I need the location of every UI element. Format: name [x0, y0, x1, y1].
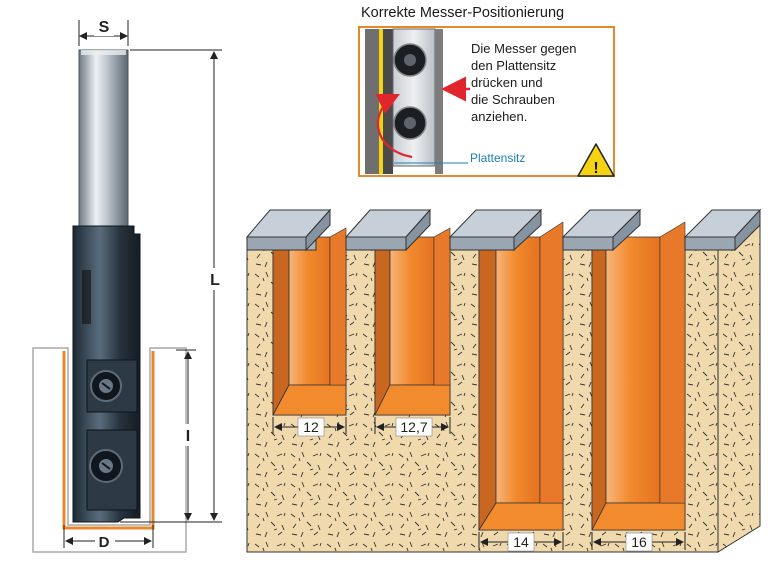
- instruction-line-5: anziehen.: [471, 109, 528, 124]
- positioning-inset: !: [358, 26, 615, 177]
- groove-12-7-wall: [389, 236, 435, 386]
- groove-width-14: 14: [513, 534, 529, 550]
- router-bit-illustration: S L I D: [32, 16, 224, 553]
- groove-16-wall: [605, 236, 661, 504]
- inset-title: Korrekte Messer-Positionierung: [361, 5, 565, 21]
- length-label: L: [210, 272, 220, 289]
- seat-label: Plattensitz: [470, 151, 526, 165]
- board-side-face: [717, 209, 761, 553]
- instruction-line-2: den Plattensitz: [471, 58, 557, 73]
- workpiece-outline: [32, 347, 187, 553]
- svg-text:!: !: [593, 160, 598, 177]
- inset-screw-lower-icon: [393, 106, 427, 140]
- grooved-board-illustration: 12 12,7 14 16: [245, 208, 762, 553]
- cut-length-label: I: [186, 428, 190, 445]
- instruction-line-1: Die Messer gegen: [471, 41, 577, 56]
- groove-14-wall: [495, 236, 541, 504]
- screw-upper-icon: [90, 370, 122, 402]
- rotate-arrow-icon: [375, 94, 413, 159]
- instruction-line-3: drücken und: [471, 75, 543, 90]
- diameter-label: D: [99, 534, 110, 551]
- groove-width-12: 12: [303, 419, 319, 435]
- board-top-caps: [245, 208, 762, 252]
- inset-instructions: Die Messer gegen den Plattensitz drücken…: [471, 40, 577, 125]
- cut-profile: [62, 351, 155, 530]
- groove-12-wall: [288, 236, 331, 386]
- inset-screw-upper-icon: [393, 43, 427, 77]
- groove-width-16: 16: [631, 534, 647, 550]
- warning-triangle-icon: !: [577, 143, 615, 177]
- screw-lower-icon: [89, 449, 123, 483]
- instruction-line-4: die Schrauben: [471, 92, 555, 107]
- shank: [78, 49, 129, 227]
- shank-label: S: [99, 19, 110, 36]
- groove-width-12-7: 12,7: [400, 419, 427, 435]
